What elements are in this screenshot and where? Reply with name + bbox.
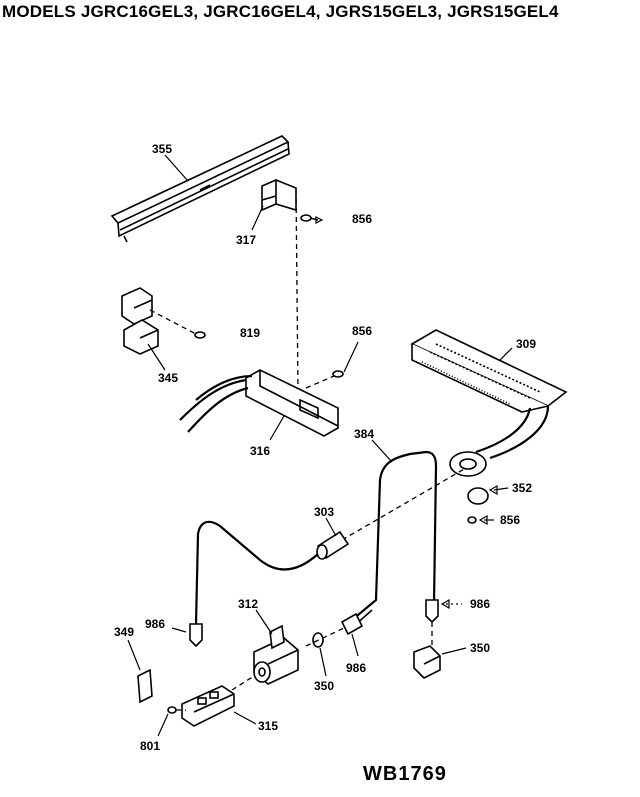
bracket-349 <box>127 639 153 704</box>
label-303: 303 <box>314 505 334 519</box>
leader-309 <box>499 347 513 361</box>
rail-355 <box>110 135 290 243</box>
label-350-left: 350 <box>314 679 334 693</box>
label-352: 352 <box>512 481 532 495</box>
label-345: 345 <box>158 371 178 385</box>
label-312: 312 <box>238 597 258 611</box>
screw-856-top <box>300 214 324 224</box>
bracket-317 <box>261 178 297 212</box>
tube-384 <box>351 450 438 627</box>
label-350-right: 350 <box>470 641 490 655</box>
label-801: 801 <box>140 739 160 753</box>
label-819: 819 <box>240 326 260 340</box>
switch-315 <box>181 675 255 727</box>
label-856-top: 856 <box>352 212 372 226</box>
dashed-317-316 <box>295 189 299 391</box>
screw-801 <box>157 706 186 737</box>
fitting-986-left <box>171 623 203 648</box>
thermostat-bulb-303 <box>194 520 350 625</box>
shutter-352 <box>467 484 509 505</box>
label-856-bottom: 856 <box>500 513 520 527</box>
label-856-mid: 856 <box>352 324 372 338</box>
bracket-345 <box>121 287 159 355</box>
dashed-384-burner <box>341 467 467 541</box>
igniter-316 <box>179 369 339 437</box>
label-309: 309 <box>516 337 536 351</box>
label-349: 349 <box>114 625 134 639</box>
label-316: 316 <box>250 444 270 458</box>
label-315: 315 <box>258 719 278 733</box>
leader-316 <box>269 415 285 441</box>
screw-819 <box>194 331 206 339</box>
valve-312 <box>253 624 299 685</box>
label-317: 317 <box>236 233 256 247</box>
leader-345 <box>147 343 166 371</box>
models-title: MODELS JGRC16GEL3, JGRC16GEL4, JGRS15GEL… <box>2 2 559 21</box>
label-384: 384 <box>354 427 374 441</box>
fitting-986-mid <box>340 612 364 657</box>
leader-384 <box>371 439 393 463</box>
label-986-left: 986 <box>145 617 165 631</box>
label-355: 355 <box>152 142 172 156</box>
label-986-right: 986 <box>470 597 490 611</box>
dashed-856-mid <box>305 375 335 389</box>
leader-303 <box>325 517 337 537</box>
diagram-code: WB1769 <box>363 763 447 785</box>
leader-355 <box>164 154 189 182</box>
fitting-350-left <box>305 627 345 677</box>
leader-315 <box>233 711 257 725</box>
leader-312 <box>255 609 273 635</box>
label-986-mid: 986 <box>346 661 366 675</box>
leader-856-mid <box>343 341 359 373</box>
valve-350-right <box>413 645 467 679</box>
screw-856-bottom <box>467 514 494 526</box>
leader-317 <box>251 205 264 231</box>
burner-309 <box>410 329 568 477</box>
fitting-986-right <box>425 598 462 646</box>
screw-856-mid <box>332 370 344 378</box>
